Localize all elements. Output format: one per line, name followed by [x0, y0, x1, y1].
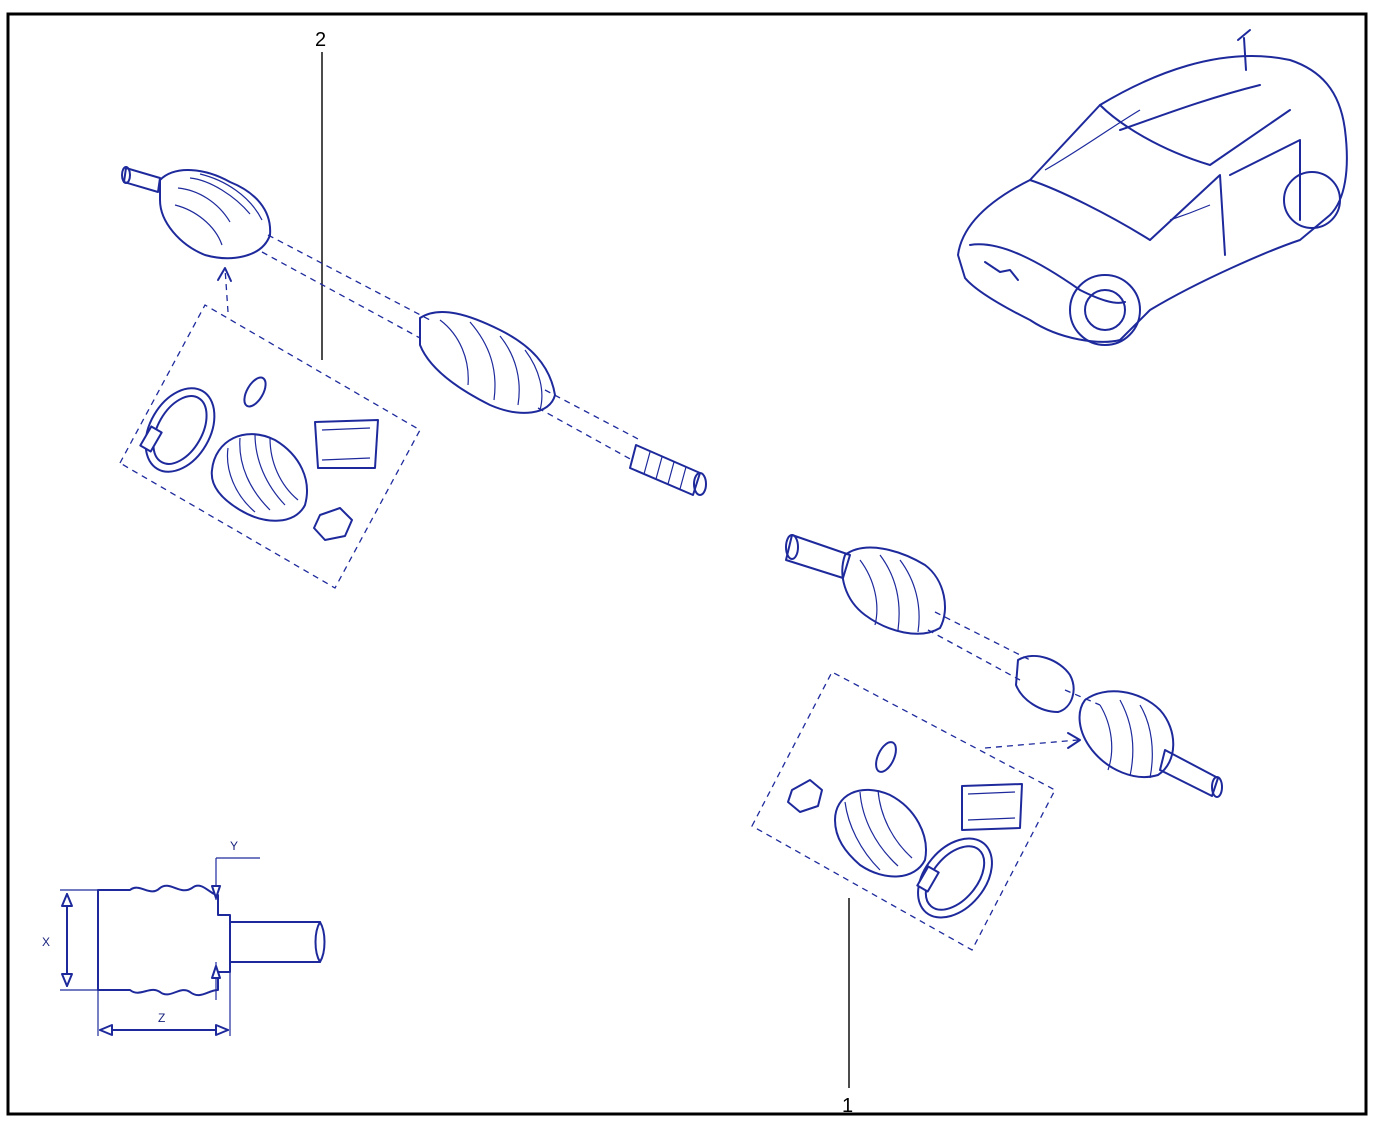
callout-2-label: 2	[315, 29, 326, 51]
clamp-ring-icon	[916, 837, 993, 919]
dimension-x-label: X	[42, 935, 50, 949]
circlip-icon	[243, 376, 267, 408]
cv-boot-kit-icon	[119, 267, 421, 589]
diagram-border	[6, 12, 1368, 1116]
grease-sachet-icon	[961, 783, 1023, 831]
car-illustration-icon	[957, 29, 1348, 346]
cv-boot-kit-icon	[751, 671, 1081, 951]
callout-1[interactable]: 1	[842, 898, 853, 1117]
clamp-ring-icon	[139, 387, 216, 473]
dimension-y-label: Y	[230, 839, 238, 853]
boot-dimension-detail: X Y Z	[42, 839, 326, 1036]
callout-1-label: 1	[842, 1095, 853, 1117]
dimension-z-label: Z	[158, 1011, 165, 1025]
driveshaft-icon	[121, 166, 707, 496]
driveshaft-icon	[785, 534, 1223, 798]
circlip-icon	[875, 741, 897, 773]
nut-icon	[313, 507, 353, 541]
grease-sachet-icon	[314, 419, 379, 469]
nut-icon	[787, 779, 823, 813]
callout-2[interactable]: 2	[315, 29, 326, 360]
